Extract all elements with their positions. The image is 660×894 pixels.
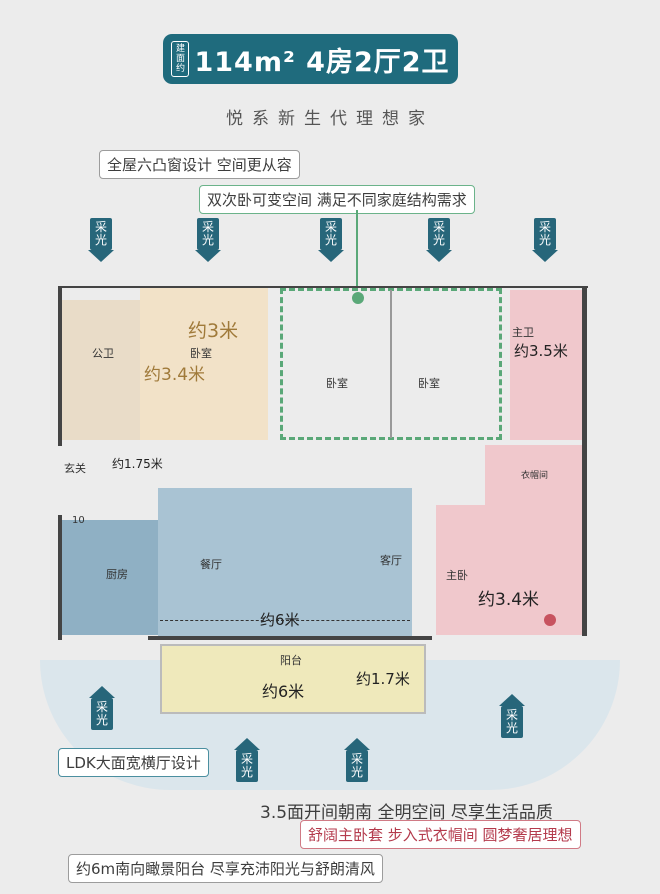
dim-line xyxy=(160,620,410,621)
master-bath xyxy=(510,290,582,440)
master-bedroom xyxy=(436,505,582,635)
dim-bedroom1-height: 约3.4米 xyxy=(144,365,206,385)
fridge-label: 10 xyxy=(72,515,85,526)
sunlight-arrow: 采光 xyxy=(422,218,456,262)
wall xyxy=(58,286,62,446)
room-label-cloakroom: 衣帽间 xyxy=(521,471,549,481)
sunlight-arrow: 采光 xyxy=(340,738,374,782)
sunlight-arrow: 采光 xyxy=(495,694,529,738)
public-bath xyxy=(62,300,140,440)
callout-connector xyxy=(356,210,358,296)
bedroom-1 xyxy=(140,288,268,440)
callout-south: 3.5面开间朝南 全明空间 尽享生活品质 xyxy=(260,803,553,823)
callout-ldk: LDK大面宽横厅设计 xyxy=(58,748,209,777)
dim-master-width: 约3.4米 xyxy=(478,590,540,610)
room-label-kitchen: 厨房 xyxy=(106,568,128,581)
wall xyxy=(58,286,588,288)
dim-balcony-width: 约6米 xyxy=(262,682,305,701)
room-label-foyer: 玄关 xyxy=(64,462,86,475)
callout-balcony: 约6m南向瞰景阳台 尽享充沛阳光与舒朗清风 xyxy=(68,854,383,883)
wall xyxy=(148,636,432,640)
room-label-balcony: 阳台 xyxy=(280,654,302,667)
callout-dual-bedroom: 双次卧可变空间 满足不同家庭结构需求 xyxy=(199,185,475,214)
room-label-bedroom-1: 卧室 xyxy=(190,347,212,360)
callout-dot xyxy=(352,292,364,304)
room-label-bedroom-3: 卧室 xyxy=(418,377,440,390)
callout-dot-master xyxy=(544,614,556,626)
kitchen xyxy=(62,520,158,635)
dim-foyer: 约1.75米 xyxy=(112,457,163,471)
area-small-label: 建面约 xyxy=(171,41,190,77)
title-banner: 建面约 114m² 4房2厅2卫 xyxy=(163,34,458,84)
wall xyxy=(58,515,62,640)
divider-wall xyxy=(390,290,392,438)
sunlight-arrow: 采光 xyxy=(191,218,225,262)
wall xyxy=(582,286,587,636)
dim-master-bath: 约3.5米 xyxy=(514,342,568,360)
sunlight-arrow: 采光 xyxy=(528,218,562,262)
room-label-public-bath: 公卫 xyxy=(92,347,114,360)
dim-balcony-height: 约1.7米 xyxy=(356,670,410,688)
room-label-master-bedroom: 主卧 xyxy=(446,569,468,582)
room-label-dining: 餐厅 xyxy=(200,558,222,571)
balcony xyxy=(160,644,426,714)
page-title: 114m² 4房2厅2卫 xyxy=(194,46,450,78)
living-dining xyxy=(158,488,412,636)
room-label-living: 客厅 xyxy=(380,554,402,567)
room-label-bedroom-2: 卧室 xyxy=(326,377,348,390)
sunlight-arrow: 采光 xyxy=(230,738,264,782)
dim-bedroom1-width: 约3米 xyxy=(188,320,239,342)
cloakroom xyxy=(485,445,582,505)
callout-bay-windows: 全屋六凸窗设计 空间更从容 xyxy=(99,150,300,179)
subtitle: 悦系新生代理想家 xyxy=(226,109,434,129)
sunlight-arrow: 采光 xyxy=(314,218,348,262)
room-label-master-bath: 主卫 xyxy=(512,326,534,339)
sunlight-arrow: 采光 xyxy=(85,686,119,730)
sunlight-arrow: 采光 xyxy=(84,218,118,262)
callout-master: 舒阔主卧套 步入式衣帽间 圆梦奢居理想 xyxy=(300,820,581,849)
